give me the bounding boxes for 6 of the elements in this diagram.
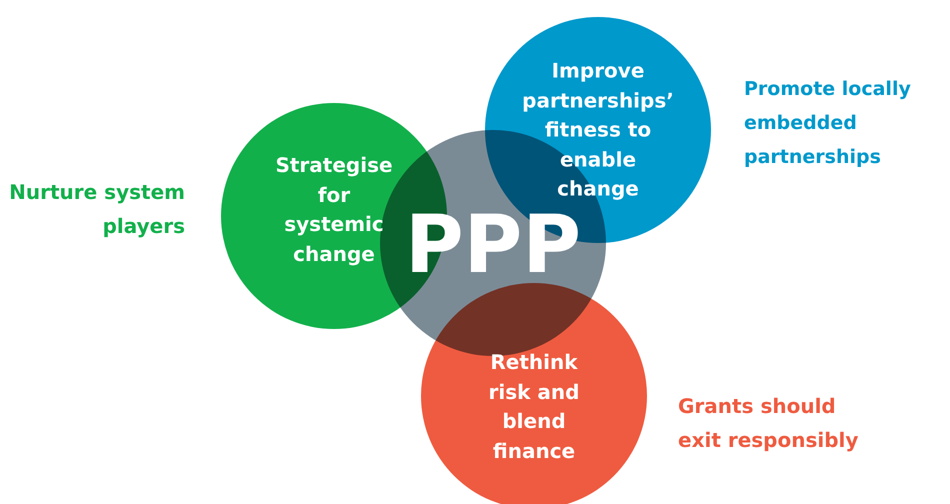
side-note: Nurture system players [8, 179, 185, 240]
side-note: Grants should exit responsibly [678, 393, 860, 454]
side-note: Promote locally embedded partnerships [744, 77, 912, 170]
circle-label: Strategise for systemic change [274, 152, 394, 268]
circle-label: Rethink risk and blend finance [488, 349, 580, 464]
circle-label: Improve partnerships’ fitness to enable change [521, 57, 675, 202]
